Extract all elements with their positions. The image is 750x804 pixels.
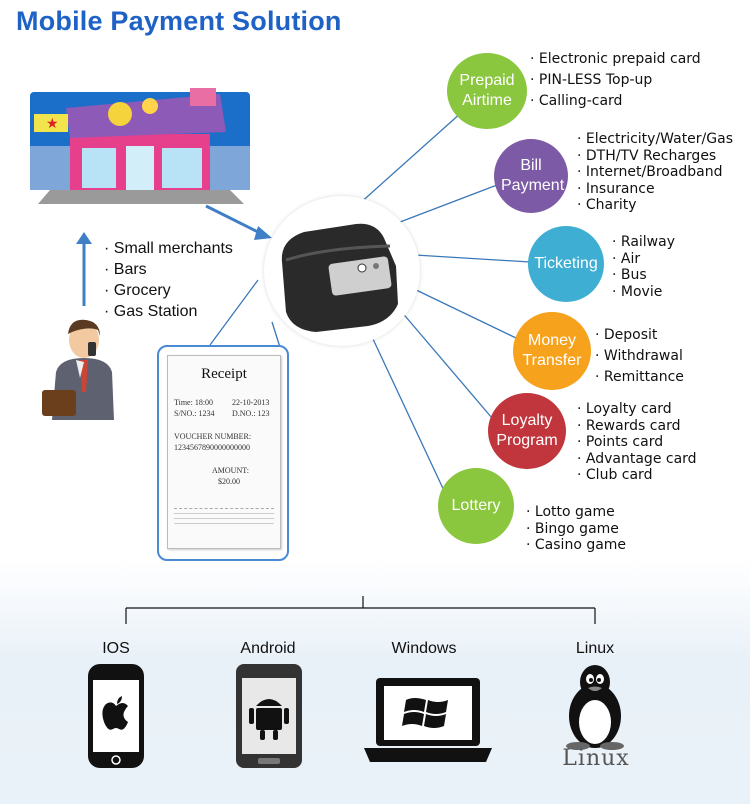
list-item: Deposit bbox=[595, 325, 684, 346]
list-item: Movie bbox=[612, 284, 675, 301]
receipt-voucher-number: 1234567890000000000 bbox=[174, 443, 250, 452]
platform-label-linux: Linux bbox=[575, 640, 615, 657]
businessman-illustration bbox=[42, 319, 114, 420]
service-circle-lottery: Lottery bbox=[438, 468, 514, 544]
service-circle-loyalty: Loyalty Program bbox=[488, 393, 566, 469]
platform-label-ios: IOS bbox=[102, 640, 130, 657]
store-illustration: ★ bbox=[30, 88, 250, 204]
list-item: Club card bbox=[577, 467, 697, 484]
receipt-paper: Receipt Time: 18:00 22-10-2013 S/NO.: 12… bbox=[167, 355, 281, 549]
list-item: Bus bbox=[612, 267, 675, 284]
windows-laptop-icon bbox=[364, 678, 492, 762]
platform-label-windows: Windows bbox=[391, 640, 457, 657]
receipt-card: Receipt Time: 18:00 22-10-2013 S/NO.: 12… bbox=[157, 345, 289, 561]
list-item: Internet/Broadband bbox=[577, 164, 733, 181]
merchant-list: Small merchants Bars Grocery Gas Station bbox=[104, 238, 233, 322]
list-item: Bingo game bbox=[526, 521, 626, 538]
service-list-ticketing: Railway Air Bus Movie bbox=[612, 234, 675, 300]
list-item: Railway bbox=[612, 234, 675, 251]
list-item: Air bbox=[612, 251, 675, 268]
connector-bill bbox=[399, 184, 498, 223]
receipt-title: Receipt bbox=[201, 366, 247, 382]
service-list-prepaid: Electronic prepaid card PIN-LESS Top-up … bbox=[530, 49, 701, 112]
service-list-loyalty: Loyalty card Rewards card Points card Ad… bbox=[577, 401, 697, 484]
list-item: DTH/TV Recharges bbox=[577, 148, 733, 165]
android-phone-icon bbox=[236, 664, 302, 768]
list-item: Insurance bbox=[577, 181, 733, 198]
service-list-money: Deposit Withdrawal Remittance bbox=[595, 325, 684, 388]
connector-ticketing bbox=[414, 254, 531, 263]
receipt-dno: D.NO.: 123 bbox=[232, 409, 270, 418]
receipt-sno: S/NO.: 1234 bbox=[174, 409, 215, 418]
service-list-lottery: Lotto game Bingo game Casino game bbox=[526, 504, 626, 554]
list-item: Remittance bbox=[595, 367, 684, 388]
receipt-amount: $20.00 bbox=[218, 477, 240, 486]
printer-circle bbox=[264, 196, 420, 346]
merchant-item: Gas Station bbox=[104, 301, 233, 322]
page-title: Mobile Payment Solution bbox=[16, 6, 342, 36]
list-item: Charity bbox=[577, 197, 733, 214]
receipt-time: Time: 18:00 bbox=[174, 398, 214, 407]
receipt-fine-print bbox=[174, 508, 274, 539]
service-circle-prepaid: Prepaid Airtime bbox=[447, 53, 527, 129]
list-item: Electronic prepaid card bbox=[530, 49, 701, 70]
list-item: Points card bbox=[577, 434, 697, 451]
receipt-date: 22-10-2013 bbox=[232, 398, 270, 407]
list-item: Casino game bbox=[526, 537, 626, 554]
linux-logo-text: Linux bbox=[562, 746, 630, 771]
connector-loyalty bbox=[399, 309, 493, 419]
list-item: Loyalty card bbox=[577, 401, 697, 418]
list-item: PIN-LESS Top-up bbox=[530, 70, 701, 91]
linux-penguin-icon bbox=[566, 665, 624, 750]
arrow-to-printer-icon bbox=[205, 204, 272, 240]
list-item: Rewards card bbox=[577, 418, 697, 435]
connector-lottery bbox=[364, 321, 448, 498]
receipt-voucher-label: VOUCHER NUMBER: bbox=[174, 432, 252, 441]
list-item: Advantage card bbox=[577, 451, 697, 468]
service-list-bill: Electricity/Water/Gas DTH/TV Recharges I… bbox=[577, 131, 733, 214]
up-arrow-icon bbox=[76, 232, 92, 306]
merchant-item: Small merchants bbox=[104, 238, 233, 259]
connector-money bbox=[411, 287, 517, 339]
svg-text:★: ★ bbox=[46, 116, 59, 132]
service-circle-bill: Bill Payment bbox=[494, 139, 568, 213]
platform-label-android: Android bbox=[240, 640, 296, 657]
merchant-item: Bars bbox=[104, 259, 233, 280]
list-item: Lotto game bbox=[526, 504, 626, 521]
connector-receipt bbox=[209, 279, 259, 346]
service-circle-money: Money Transfer bbox=[513, 312, 591, 390]
service-circle-ticketing: Ticketing bbox=[528, 226, 604, 302]
merchant-item: Grocery bbox=[104, 280, 233, 301]
list-item: Withdrawal bbox=[595, 346, 684, 367]
mobile-printer-icon bbox=[281, 223, 398, 332]
apple-phone-icon bbox=[88, 664, 144, 768]
list-item: Calling-card bbox=[530, 91, 701, 112]
list-item: Electricity/Water/Gas bbox=[577, 131, 733, 148]
connector-prepaid bbox=[357, 111, 463, 206]
receipt-amount-label: AMOUNT: bbox=[212, 466, 249, 475]
platform-bracket bbox=[125, 596, 596, 624]
